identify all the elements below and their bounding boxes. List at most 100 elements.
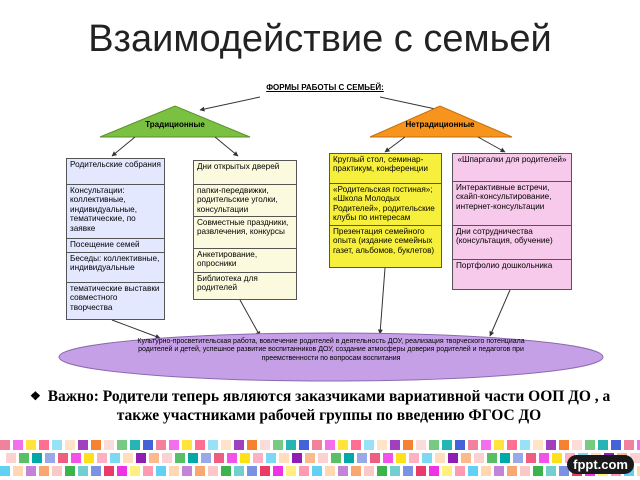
color-tile xyxy=(390,466,400,476)
col4-item: Дни сотрудничества (консультация, обучен… xyxy=(453,226,571,260)
color-tile xyxy=(188,453,198,463)
color-tile xyxy=(630,453,640,463)
color-tile xyxy=(32,453,42,463)
color-tile xyxy=(344,453,354,463)
col3-item: Презентация семейного опыта (издание сем… xyxy=(333,227,435,255)
color-tile xyxy=(637,440,640,450)
color-tile xyxy=(494,440,504,450)
col1-item: Посещение семей xyxy=(67,239,164,253)
color-tile xyxy=(117,440,127,450)
color-tile xyxy=(227,453,237,463)
color-tile xyxy=(546,440,556,450)
color-tile xyxy=(273,466,283,476)
color-tile xyxy=(84,453,94,463)
color-tile xyxy=(448,453,458,463)
color-tile xyxy=(364,466,374,476)
col3-item: Круглый стол, семинар-практикум, конфере… xyxy=(330,154,441,184)
color-tile xyxy=(234,440,244,450)
color-tile xyxy=(65,466,75,476)
color-tile xyxy=(461,453,471,463)
color-tile xyxy=(58,453,68,463)
color-tile xyxy=(455,466,465,476)
col3-item: «Родительская гостиная»; «Школа Молодых … xyxy=(330,184,441,226)
color-tile xyxy=(305,453,315,463)
watermark-logo: fppt.com xyxy=(567,455,634,474)
color-tile xyxy=(104,466,114,476)
color-tile xyxy=(526,453,536,463)
color-tile xyxy=(208,440,218,450)
color-tile xyxy=(533,466,543,476)
color-tile xyxy=(292,453,302,463)
color-tile xyxy=(39,466,49,476)
color-tile xyxy=(338,440,348,450)
color-tile xyxy=(39,440,49,450)
color-tile xyxy=(370,453,380,463)
color-tile xyxy=(500,453,510,463)
color-tile xyxy=(422,453,432,463)
color-tile xyxy=(156,440,166,450)
color-tile xyxy=(260,466,270,476)
triangle-traditional xyxy=(99,105,251,138)
color-tile xyxy=(234,466,244,476)
color-tile xyxy=(201,453,211,463)
color-tile xyxy=(279,453,289,463)
color-tile xyxy=(409,453,419,463)
color-tile xyxy=(13,440,23,450)
color-tile xyxy=(331,453,341,463)
diagram-header: ФОРМЫ РАБОТЫ С СЕМЬЕЙ: xyxy=(266,83,384,92)
col2-item: Совместные праздники, развлечения, конку… xyxy=(194,217,296,249)
color-tile xyxy=(253,453,263,463)
color-tile xyxy=(299,440,309,450)
color-tile xyxy=(273,440,283,450)
branch-label-traditional: Традиционные xyxy=(145,120,205,129)
color-tile xyxy=(435,453,445,463)
slide-title: Взаимодействие с семьей xyxy=(88,18,552,60)
decorative-color-strip xyxy=(0,440,640,476)
color-tile xyxy=(0,440,10,450)
color-tile xyxy=(19,453,29,463)
color-tile xyxy=(624,440,634,450)
color-tile xyxy=(143,466,153,476)
color-tile xyxy=(182,466,192,476)
color-tile xyxy=(351,466,361,476)
color-tile xyxy=(6,453,16,463)
color-tile xyxy=(442,440,452,450)
color-tile xyxy=(169,466,179,476)
col1-item: Беседы: коллективные, индивидуальные xyxy=(67,253,164,283)
color-tile xyxy=(312,440,322,450)
color-tile xyxy=(13,466,23,476)
color-tile xyxy=(468,466,478,476)
color-tile xyxy=(149,453,159,463)
color-tile xyxy=(442,466,452,476)
color-tile xyxy=(136,453,146,463)
color-tile xyxy=(143,440,153,450)
color-tile xyxy=(78,440,88,450)
color-tile xyxy=(162,453,172,463)
col4-item: «Шпаргалки для родителей» xyxy=(453,154,571,182)
color-tile xyxy=(487,453,497,463)
color-tile xyxy=(182,440,192,450)
color-tile xyxy=(91,440,101,450)
color-tile xyxy=(559,440,569,450)
result-ellipse xyxy=(58,332,604,382)
color-tile xyxy=(507,440,517,450)
color-tile xyxy=(377,466,387,476)
color-tile xyxy=(416,440,426,450)
color-tile xyxy=(266,453,276,463)
color-tile xyxy=(468,440,478,450)
color-tile xyxy=(71,453,81,463)
color-tile xyxy=(520,466,530,476)
color-tile xyxy=(357,453,367,463)
ellipse-text: Культурно-просветительская работа, вовле… xyxy=(137,338,525,362)
color-tile xyxy=(539,453,549,463)
color-tile xyxy=(169,440,179,450)
color-tile xyxy=(221,466,231,476)
color-tile xyxy=(520,440,530,450)
color-tile xyxy=(403,440,413,450)
color-tile xyxy=(533,440,543,450)
color-tile xyxy=(97,453,107,463)
color-tile xyxy=(546,466,556,476)
color-tile xyxy=(416,466,426,476)
col1-item: Консультации: коллективные, индивидуальн… xyxy=(67,185,164,239)
color-tile xyxy=(110,453,120,463)
